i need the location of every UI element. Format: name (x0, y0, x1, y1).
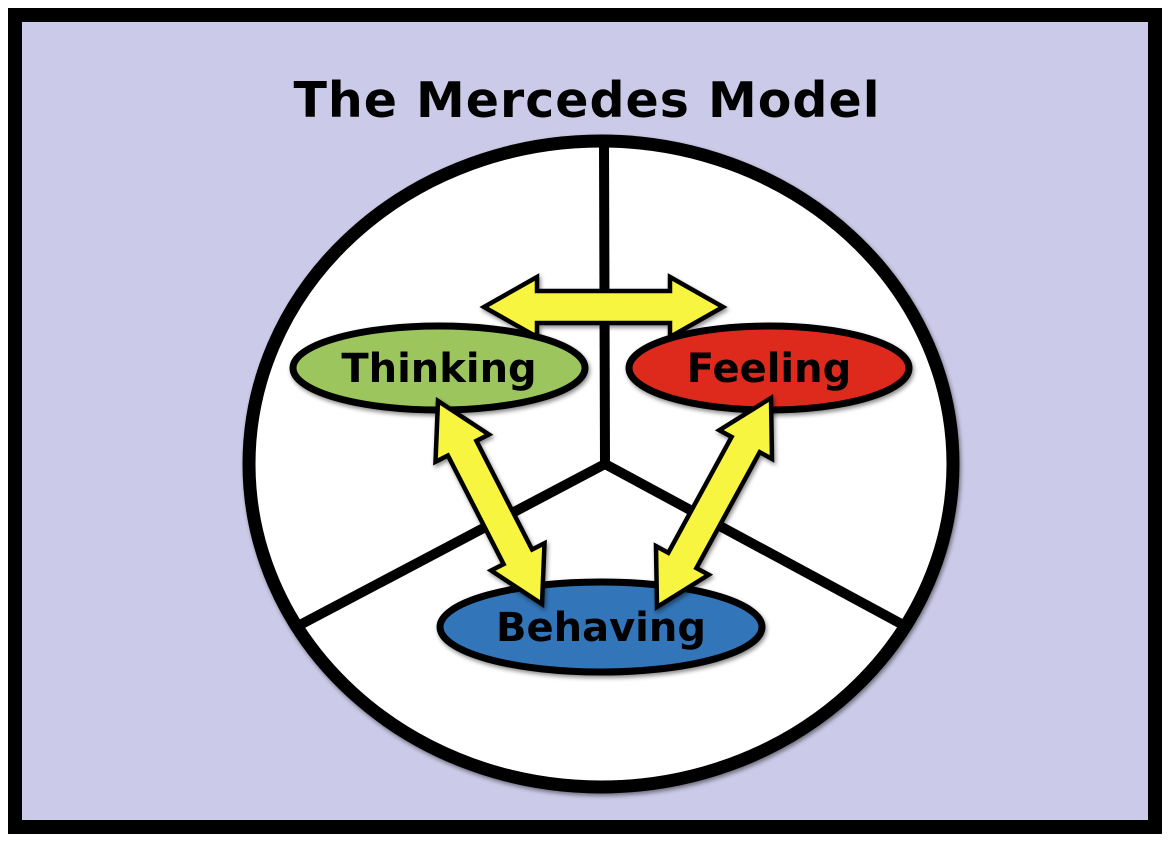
behaving-ellipse (436, 578, 766, 676)
slide-frame-border (8, 8, 1162, 834)
spoke-left (293, 459, 608, 632)
spoke-right (602, 459, 910, 632)
feeling-label: Feeling (687, 346, 852, 392)
thinking-label: Thinking (341, 346, 536, 392)
behaving-label: Behaving (496, 605, 706, 651)
diagram-title: The Mercedes Model (293, 72, 880, 129)
arrow-feeling-behaving (653, 393, 775, 612)
arrow-thinking-behaving (433, 396, 547, 609)
arrow-thinking-feeling (479, 273, 728, 341)
